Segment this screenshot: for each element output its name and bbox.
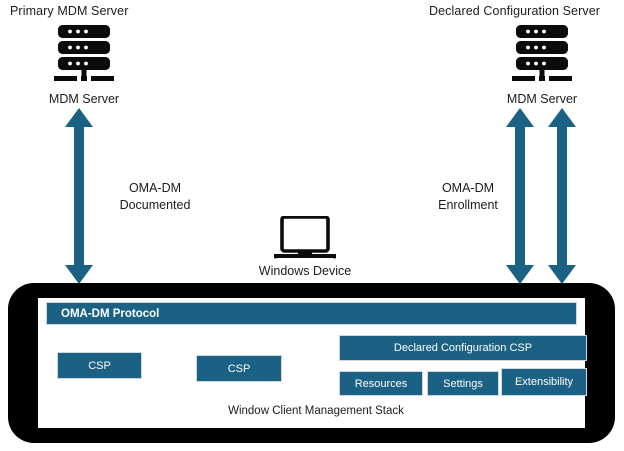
flow-label-right: OMA-DM Enrollment — [418, 180, 518, 214]
server-rack-icon-right — [506, 24, 578, 91]
windows-device-label: Windows Device — [258, 264, 352, 278]
primary-mdm-server-title: Primary MDM Server — [10, 4, 129, 18]
extensibility-box[interactable]: Extensibility — [501, 368, 587, 396]
right-server-label: MDM Server — [506, 92, 578, 106]
csp-box-2[interactable]: CSP — [196, 355, 282, 382]
declared-configuration-csp-box[interactable]: Declared Configuration CSP — [339, 335, 587, 361]
double-headed-arrow-icon-left — [64, 108, 94, 284]
stack-caption: Window Client Management Stack — [228, 405, 404, 417]
flow-label-left-line2: Documented — [119, 198, 191, 212]
settings-box[interactable]: Settings — [427, 371, 499, 396]
laptop-icon — [273, 215, 337, 267]
resources-box[interactable]: Resources — [339, 371, 423, 396]
double-headed-arrow-icon-right-2 — [547, 108, 577, 284]
declared-configuration-server-title: Declared Configuration Server — [429, 4, 601, 18]
flow-label-left: OMA-DM Documented — [100, 180, 210, 214]
flow-label-right-line2: Enrollment — [438, 198, 498, 212]
oma-dm-protocol-bar[interactable]: OMA-DM Protocol — [46, 302, 577, 325]
double-headed-arrow-icon-right-1 — [505, 108, 535, 284]
csp-box-1[interactable]: CSP — [57, 352, 142, 379]
server-rack-icon — [48, 24, 120, 91]
flow-label-right-line1: OMA-DM — [441, 181, 495, 195]
flow-label-left-line1: OMA-DM — [128, 181, 182, 195]
left-server-label: MDM Server — [48, 92, 120, 106]
